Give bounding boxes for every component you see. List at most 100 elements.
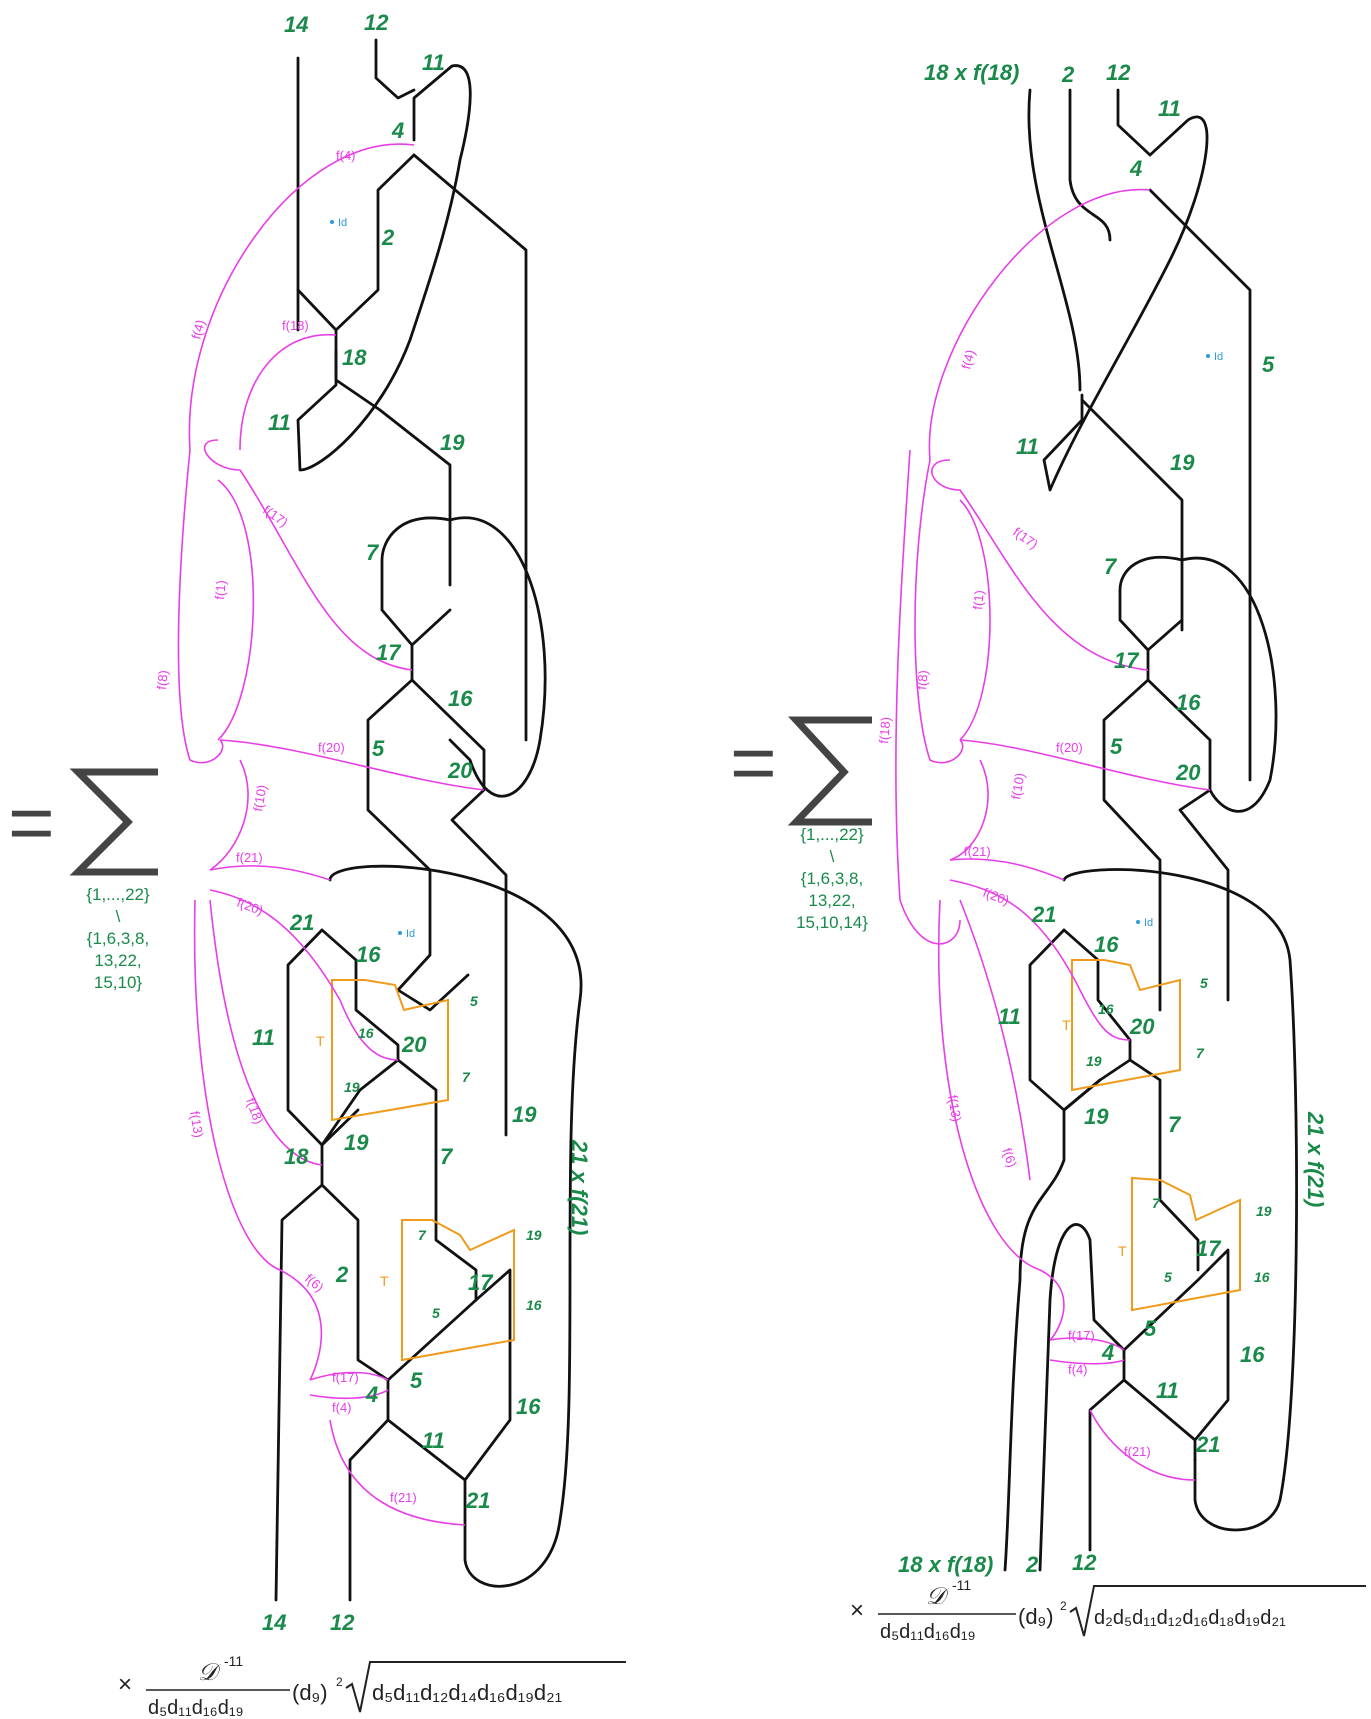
left-f-label-14: f(4) (332, 1400, 352, 1415)
left-formula-d9-exp: 2 (336, 1675, 343, 1689)
right-wire-19 (1082, 400, 1182, 630)
left-formula-numerator: 𝒟 (198, 1659, 222, 1686)
right-small-5b: 5 (1164, 1269, 1172, 1285)
left-f-label-12: f(6) (302, 1271, 327, 1295)
right-formula-times: × (850, 1597, 864, 1624)
right-id-label-1: Id (1144, 917, 1153, 929)
left-f-label-13: f(17) (332, 1370, 359, 1385)
right-fusion-f21 (950, 859, 1064, 880)
left-node-16c: 16 (516, 1394, 541, 1419)
right-id-dot-1 (1136, 920, 1140, 924)
right-fusion-f6 (960, 900, 1030, 1180)
left-id-label-0: Id (338, 217, 347, 229)
right-f-label-0: f(4) (958, 348, 978, 371)
right-node-11b: 11 (1016, 434, 1039, 459)
right-wire-2-top (1070, 90, 1110, 240)
left-node-19a: 19 (440, 430, 465, 455)
right-wire-12-top (1118, 90, 1150, 155)
left-id-dot-0 (330, 220, 334, 224)
left-f-label-8: f(21) (236, 850, 263, 865)
left-node-16b: 16 (356, 942, 381, 967)
right-f-label-5: f(20) (1056, 740, 1083, 755)
left-label-bottom-14: 14 (262, 1610, 286, 1635)
left-fusion-f8 (178, 450, 222, 763)
left-node-17b: 17 (468, 1270, 494, 1295)
right-small-16b: 16 (1254, 1269, 1270, 1285)
right-small-19b: 19 (1256, 1203, 1272, 1219)
right-fusion-f4 (929, 190, 1150, 460)
right-f-label-9: f(13) (945, 1094, 964, 1123)
left-fusion-f13 (195, 900, 322, 1380)
left-node-5b: 5 (410, 1368, 423, 1393)
right-node-7b: 7 (1168, 1112, 1182, 1137)
right-node-19b: 19 (1084, 1104, 1109, 1129)
right-f-label-13: f(21) (1124, 1444, 1151, 1459)
right-diagram: = {1,...,22} \ {1,6,3,8, 13,22, 15,10,14… (730, 60, 1366, 1643)
left-wire-21-loop (330, 866, 581, 1586)
right-id-dot-0 (1206, 354, 1210, 358)
right-node-11a: 11 (1158, 96, 1181, 121)
left-fusion-f4 (189, 144, 414, 450)
right-label-top-12: 12 (1106, 60, 1131, 85)
right-wire-11-loop (1044, 117, 1207, 490)
right-sumset-3: 13,22, (808, 891, 855, 910)
left-f-label-10: f(18) (243, 1096, 266, 1126)
left-fusion-f17 (205, 440, 412, 670)
right-small-7b: 7 (1152, 1195, 1161, 1211)
right-tube-upper (1072, 960, 1180, 1090)
right-label-top-18f18: 18 x f(18) (924, 60, 1019, 85)
left-formula-denominator: d₅d₁₁d₁₆d₁₉ (148, 1697, 244, 1719)
left-wire-7-loop (450, 518, 545, 796)
right-fusion-f18 (896, 450, 960, 944)
right-t-label-0: T (1062, 1017, 1071, 1033)
right-node-21a: 21 (1031, 902, 1056, 927)
right-formula-sqrt: d₂d₅d₁₁d₁₂d₁₆d₁₈d₁₉d₂₁ (1094, 1607, 1286, 1629)
right-node-11d: 11 (1156, 1378, 1179, 1403)
left-label-top-12: 12 (364, 10, 389, 35)
left-wire-14-bottom (276, 1145, 322, 1600)
right-node-19a: 19 (1170, 450, 1195, 475)
left-small-16b: 16 (526, 1297, 542, 1313)
right-f-label-2: f(1) (970, 590, 987, 611)
right-node-16a: 16 (1176, 690, 1201, 715)
left-node-18a: 18 (342, 345, 367, 370)
left-equals: = (8, 778, 55, 867)
right-small-19: 19 (1086, 1053, 1102, 1069)
left-node-11d: 11 (422, 1428, 445, 1453)
left-small-t5: 5 (470, 993, 478, 1009)
left-label-bottom-12: 12 (330, 1610, 355, 1635)
right-sumset-2: {1,6,3,8, (801, 869, 863, 888)
left-wire-11-loop (298, 66, 470, 470)
right-node-7a: 7 (1104, 554, 1118, 579)
left-f-label-11: f(13) (187, 1110, 206, 1139)
right-f-label-3: f(8) (914, 670, 931, 691)
right-wire-2-bottom (1040, 1224, 1124, 1570)
right-equals: = (730, 718, 777, 807)
left-sumset-3: 13,22, (94, 951, 141, 970)
right-node-11c: 11 (998, 1004, 1021, 1029)
right-f-label-11: f(17) (1068, 1328, 1095, 1343)
left-formula-sqrt: d₅d₁₁d₁₂d₁₄d₁₆d₁₉d₂₁ (372, 1680, 562, 1705)
right-node-20a: 20 (1175, 760, 1201, 785)
left-node-2a: 2 (381, 225, 395, 250)
right-node-21b: 21 (1195, 1432, 1220, 1457)
right-small-7: 7 (1196, 1045, 1205, 1061)
right-sigma (796, 720, 872, 822)
right-formula-d9-exp: 2 (1060, 1599, 1067, 1613)
left-diagram: = {1,...,22} \ {1,6,3,8, 13,22, 15,10} (8, 10, 626, 1719)
left-node-7b: 7 (440, 1144, 454, 1169)
left-sumset-2: {1,6,3,8, (87, 929, 149, 948)
left-id-dot-1 (398, 931, 402, 935)
left-node-11c: 11 (252, 1025, 275, 1050)
right-f-label-8: f(20) (981, 885, 1011, 908)
right-f-label-12: f(4) (1068, 1362, 1088, 1377)
right-label-top-2: 2 (1061, 62, 1075, 87)
right-wire-7-left (1120, 557, 1182, 650)
right-node-21xf21: 21 x f(21) (1303, 1111, 1328, 1207)
right-node-20b: 20 (1129, 1014, 1155, 1039)
left-label-top-14: 14 (284, 12, 308, 37)
right-f-label-10: f(6) (999, 1146, 1020, 1169)
left-node-11a: 11 (422, 50, 445, 75)
right-sumset-1: \ (830, 847, 835, 866)
